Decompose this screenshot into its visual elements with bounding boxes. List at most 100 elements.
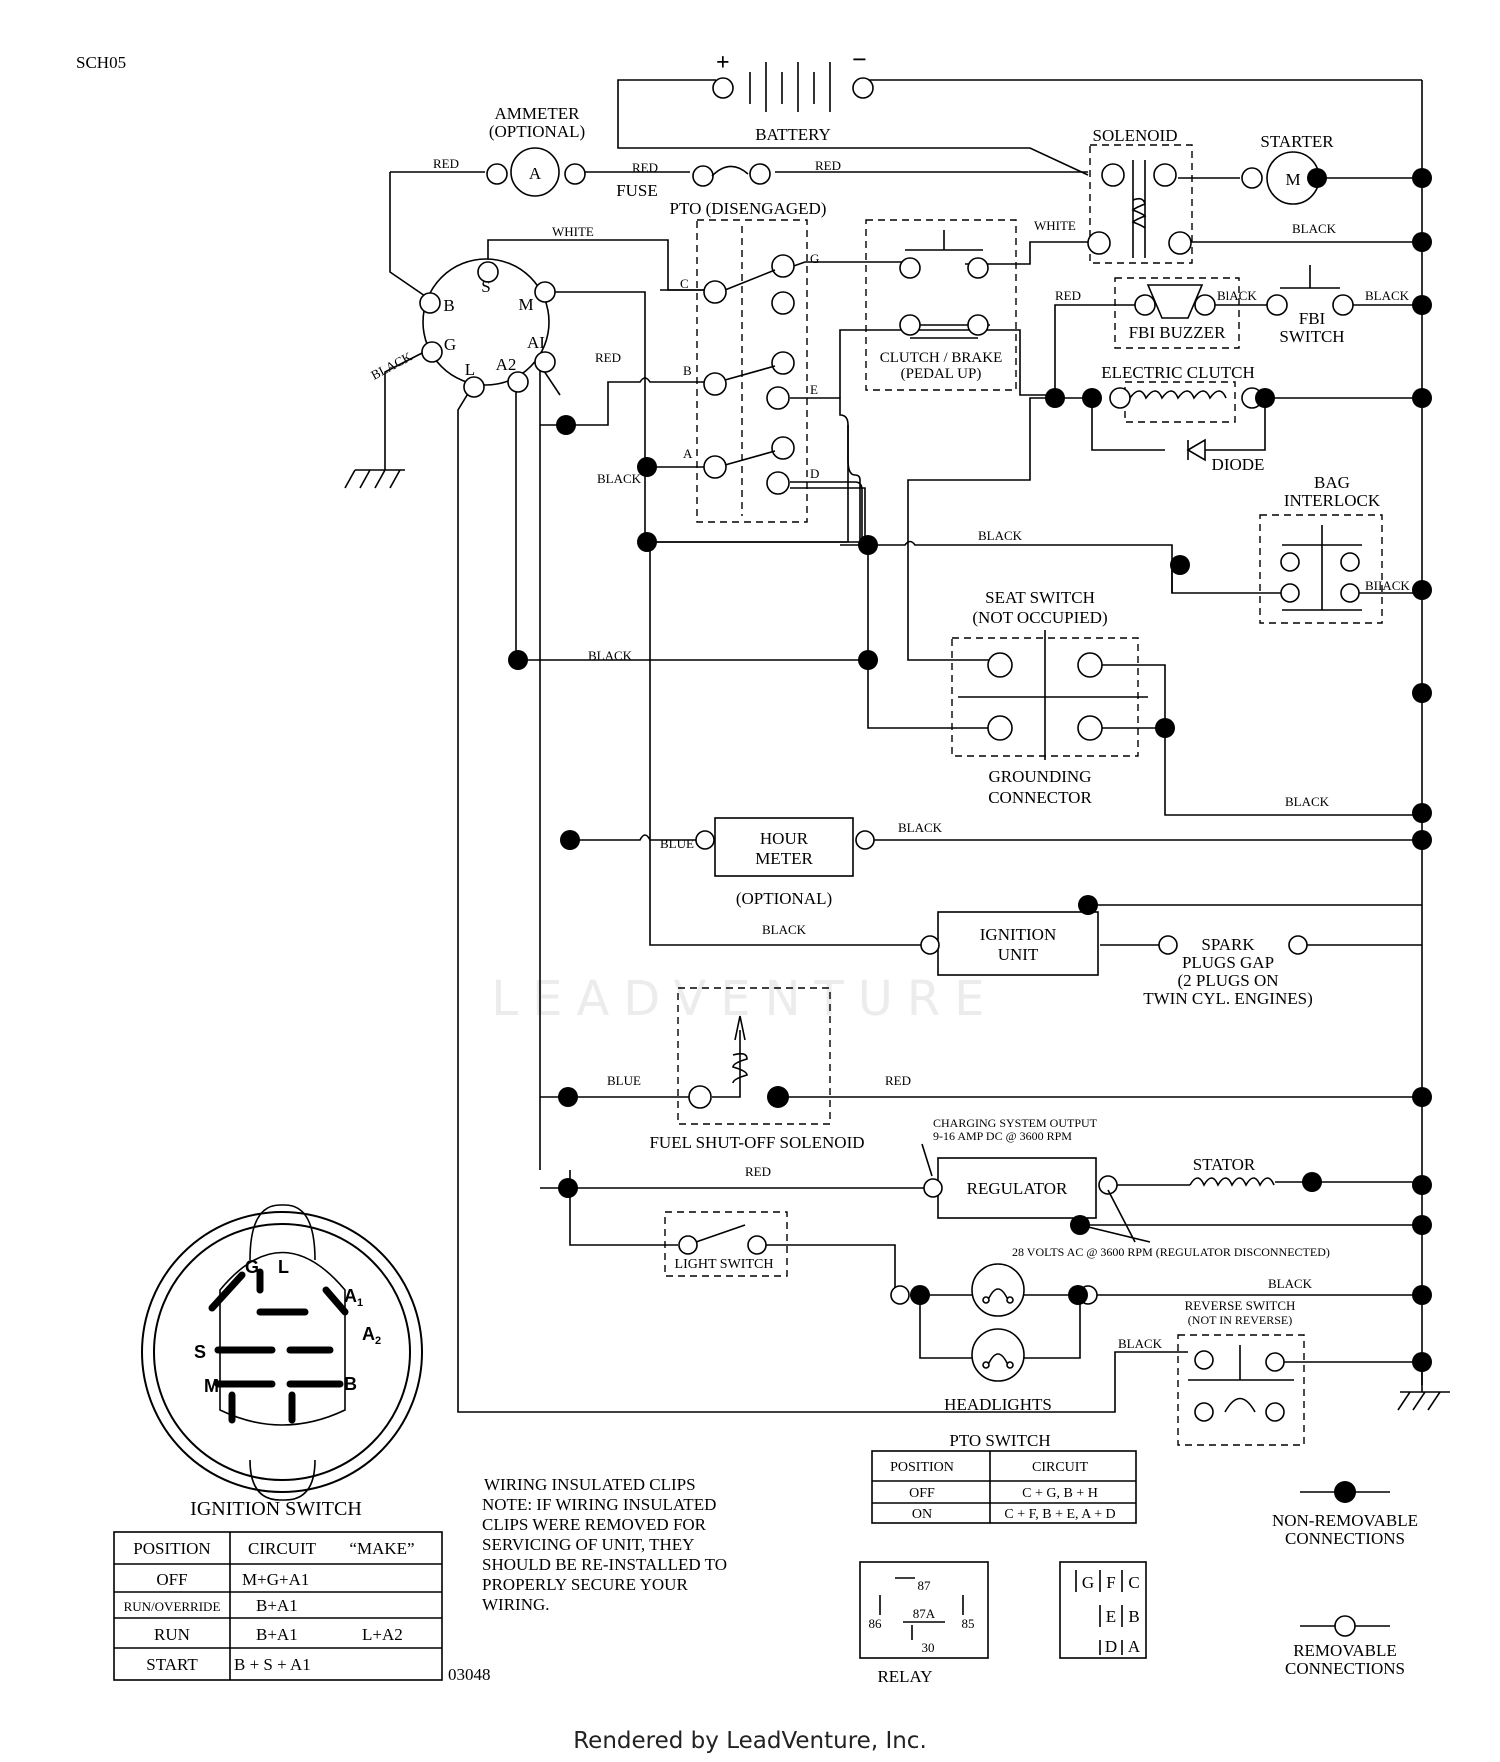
- legend-rem-1: REMOVABLE: [1293, 1641, 1397, 1660]
- wl-red-4: RED: [1055, 288, 1081, 303]
- wl-red-5: RED: [595, 350, 621, 365]
- footer-credit: Rendered by LeadVenture, Inc.: [573, 1728, 927, 1754]
- wl-black-8: BLACK: [588, 648, 633, 663]
- wl-black-1: BLACK: [1292, 221, 1337, 236]
- ign-r2-pos: RUN: [154, 1625, 190, 1644]
- face-m: M: [204, 1376, 219, 1396]
- wl-red-1: RED: [433, 156, 459, 171]
- ammeter: A AMMETER (OPTIONAL): [486, 104, 586, 197]
- pto-term-c: C: [680, 276, 689, 291]
- ign-r0-pos: OFF: [156, 1570, 187, 1589]
- ammeter-symbol: A: [529, 164, 542, 183]
- stator-label: STATOR: [1193, 1155, 1256, 1174]
- bag-label: BAG: [1314, 473, 1350, 492]
- clutch-brake-label: CLUTCH / BRAKE: [880, 350, 1003, 366]
- hour-meter-sub: METER: [755, 849, 813, 868]
- wl-red-3: RED: [815, 158, 841, 173]
- wl-red-7: RED: [745, 1164, 771, 1179]
- fbi-switch-sub: SWITCH: [1279, 327, 1344, 346]
- note-l0: WIRING INSULATED CLIPS: [484, 1475, 696, 1494]
- battery-neg: −: [852, 45, 867, 74]
- ignition-table: POSITION CIRCUIT “MAKE” OFF M+G+A1 RUN/O…: [113, 1531, 443, 1681]
- starter-label: STARTER: [1260, 132, 1334, 151]
- wl-white-1: WHITE: [552, 224, 594, 239]
- fbi-buzzer-label: FBI BUZZER: [1129, 323, 1226, 342]
- fbi-switch-label: FBI: [1299, 309, 1326, 328]
- light-switch: LIGHT SWITCH: [664, 1211, 788, 1277]
- grounding-sub: CONNECTOR: [988, 788, 1092, 807]
- stator: STATOR: [1189, 1155, 1275, 1187]
- plug-b: B: [1128, 1607, 1139, 1626]
- ign-r3-cir: B + S + A1: [234, 1655, 311, 1674]
- seat-sub: (NOT OCCUPIED): [972, 608, 1107, 627]
- bag-interlock: BAG INTERLOCK: [1259, 473, 1383, 624]
- plug-c: C: [1128, 1573, 1139, 1592]
- face-l: L: [278, 1257, 289, 1277]
- fuel-solenoid-label: FUEL SHUT-OFF SOLENOID: [649, 1133, 864, 1152]
- hour-meter-label: HOUR: [760, 829, 809, 848]
- relay-30: 30: [922, 1640, 935, 1655]
- pto-r1-cir: C + F, B + E, A + D: [1004, 1507, 1115, 1522]
- wl-black-9: BLACK: [1285, 794, 1330, 809]
- wl-black-6: BLACK: [978, 528, 1023, 543]
- hour-meter-optional: (OPTIONAL): [736, 889, 832, 908]
- fbi-switch: FBI SWITCH: [1266, 265, 1354, 346]
- pto-term-e: E: [810, 382, 818, 397]
- ign-r2-make: L+A2: [362, 1625, 403, 1644]
- wire-labels: RED RED RED WHITE WHITE BLACK RED BlACK …: [368, 156, 1410, 1351]
- face-a2: A: [362, 1324, 375, 1344]
- solenoid-label: SOLENOID: [1093, 126, 1178, 145]
- ign-term-s: S: [481, 277, 490, 296]
- face-a2-sub: 2: [375, 1335, 381, 1347]
- ign-h-make: “MAKE”: [349, 1539, 414, 1558]
- face-b: B: [344, 1374, 357, 1394]
- wl-white-2: WHITE: [1034, 218, 1076, 233]
- regulator-label: REGULATOR: [967, 1179, 1068, 1198]
- pto-label: PTO (DISENGAGED): [670, 199, 827, 218]
- volts-note: 28 VOLTS AC @ 3600 RPM (REGULATOR DISCON…: [1012, 1245, 1330, 1259]
- note-l6: WIRING.: [482, 1595, 550, 1614]
- pto-table: PTO SWITCH POSITION CIRCUIT OFF C + G, B…: [871, 1431, 1137, 1524]
- note-l2: CLIPS WERE REMOVED FOR: [482, 1515, 707, 1534]
- ign-r1-pos: RUN/OVERRIDE: [124, 1599, 221, 1614]
- ammeter-optional: (OPTIONAL): [489, 122, 585, 141]
- legend-nonrem-2: CONNECTIONS: [1285, 1529, 1405, 1548]
- legend-nonrem-1: NON-REMOVABLE: [1272, 1511, 1418, 1530]
- reverse-sub: (NOT IN REVERSE): [1188, 1313, 1292, 1327]
- relay: 87 87A 86 85 30 RELAY: [859, 1561, 989, 1686]
- face-g: G: [245, 1257, 259, 1277]
- plug-diagram: G F C E B D A: [1059, 1561, 1147, 1659]
- clutch-brake-switch: CLUTCH / BRAKE (PEDAL UP): [865, 219, 1017, 391]
- relay-87a: 87A: [913, 1606, 936, 1621]
- ammeter-label: AMMETER: [495, 104, 581, 123]
- fuse-label: FUSE: [616, 181, 658, 200]
- spark-l4: TWIN CYL. ENGINES): [1143, 989, 1313, 1008]
- plug-g: G: [1082, 1573, 1094, 1592]
- connection-dots: [508, 168, 1432, 1372]
- charging-l2: 9-16 AMP DC @ 3600 RPM: [933, 1129, 1072, 1143]
- ignition-connector: S M B G AI L A2: [419, 258, 556, 398]
- ignition-switch-label: IGNITION SWITCH: [190, 1498, 362, 1520]
- relay-87: 87: [918, 1578, 932, 1593]
- relay-label: RELAY: [877, 1667, 932, 1686]
- electric-clutch: ELECTRIC CLUTCH: [1101, 363, 1263, 423]
- face-a1-sub: 1: [357, 1297, 363, 1309]
- ign-term-m: M: [518, 295, 533, 314]
- bag-sub: INTERLOCK: [1284, 491, 1381, 510]
- spark-l2: PLUGS GAP: [1182, 953, 1274, 972]
- hour-meter: HOUR METER (OPTIONAL): [695, 817, 875, 908]
- ign-term-ai: AI: [527, 333, 545, 352]
- pto-switch: PTO (DISENGAGED) C G B E A D: [670, 199, 827, 523]
- starter: M STARTER: [1241, 132, 1334, 205]
- plug-f: F: [1106, 1573, 1115, 1592]
- electric-clutch-label: ELECTRIC CLUTCH: [1101, 363, 1254, 382]
- pto-r0-pos: OFF: [909, 1486, 935, 1501]
- battery: + − BATTERY: [712, 45, 874, 144]
- face-s: S: [194, 1342, 206, 1362]
- pto-r1-pos: ON: [912, 1507, 932, 1522]
- wl-black-12: BLACK: [1268, 1276, 1313, 1291]
- charging-l1: CHARGING SYSTEM OUTPUT: [933, 1116, 1098, 1130]
- reverse-switch: REVERSE SWITCH (NOT IN REVERSE): [1177, 1298, 1305, 1446]
- note-l3: SERVICING OF UNIT, THEY: [482, 1535, 694, 1554]
